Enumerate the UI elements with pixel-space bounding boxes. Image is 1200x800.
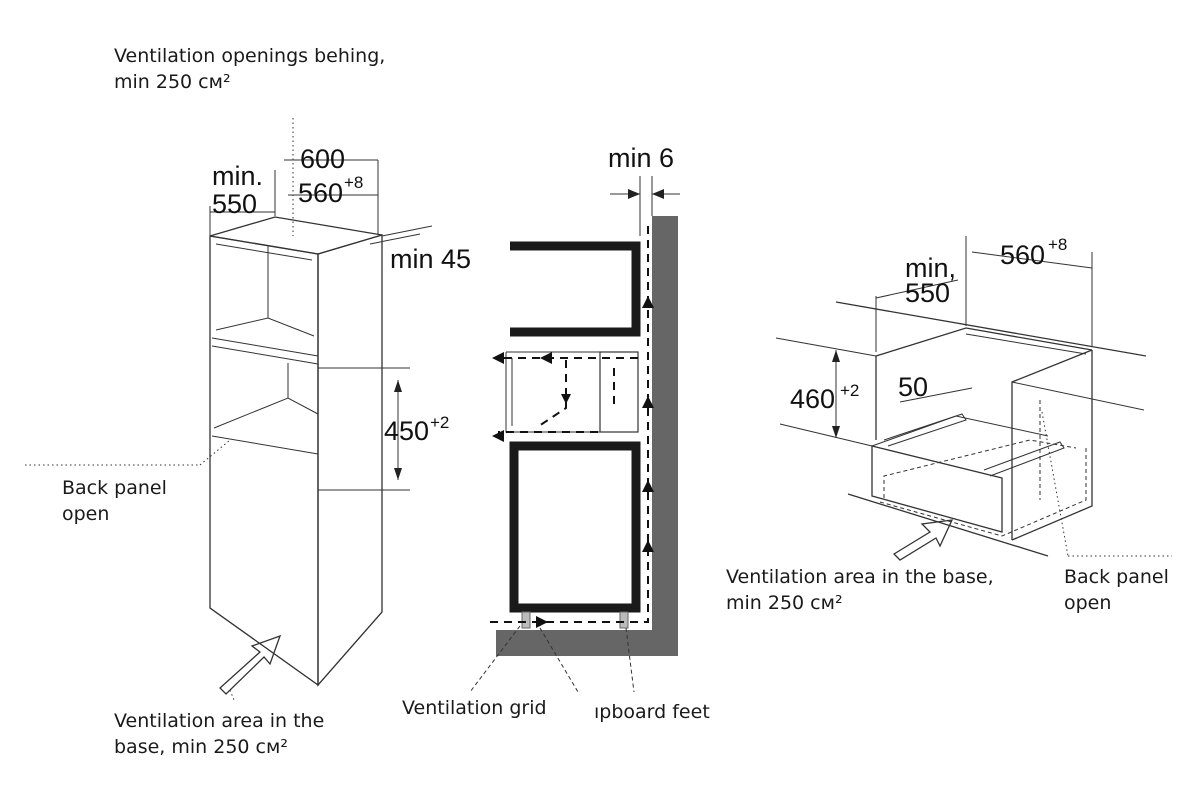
left-dimensions <box>209 159 433 491</box>
dim-min-label: min. <box>212 161 263 191</box>
dim-450-tolerance: +2 <box>430 413 449 432</box>
section-view <box>469 176 680 693</box>
dim-460: 460 <box>790 384 835 414</box>
note-back-panel-right-l2: open <box>1064 592 1111 614</box>
base-cabinet <box>775 236 1172 561</box>
note-top-line2: min 250 см² <box>114 71 231 93</box>
note-base-right-l2: min 250 см² <box>726 592 843 614</box>
dim-right-550: 550 <box>905 278 950 308</box>
base-airflow-arrow-right <box>892 519 954 561</box>
dim-600: 600 <box>300 144 345 174</box>
dim-50: 50 <box>898 372 928 402</box>
base-airflow-arrow <box>219 634 282 695</box>
dim-right-min: min, <box>905 253 956 283</box>
note-base-left-l2: base, min 250 см² <box>114 736 288 758</box>
note-cupboard-feet: ıpboard feet <box>594 701 710 723</box>
dim-min6: min 6 <box>608 143 674 173</box>
dim-560: 560 <box>298 178 343 208</box>
dim-min45: min 45 <box>390 244 471 274</box>
note-base-right-l1: Ventilation area in the base, <box>726 566 994 588</box>
dim-560-tolerance: +8 <box>344 173 363 192</box>
note-back-panel-right-l1: Back panel <box>1064 566 1169 588</box>
dim-550: 550 <box>212 189 257 219</box>
note-base-left-l1: Ventilation area in the <box>114 710 324 732</box>
dim-right-560: 560 <box>1000 240 1045 270</box>
note-back-panel-left-l2: open <box>62 503 109 525</box>
tall-cabinet <box>25 118 383 701</box>
dim-460-tolerance: +2 <box>840 381 859 400</box>
note-back-panel-left-l1: Back panel <box>62 477 167 499</box>
note-ventilation-grid: Ventilation grid <box>402 697 547 719</box>
dim-450: 450 <box>384 416 429 446</box>
dim-right-560-tolerance: +8 <box>1048 235 1067 254</box>
note-top-line1: Ventilation openings behing, <box>114 45 385 67</box>
